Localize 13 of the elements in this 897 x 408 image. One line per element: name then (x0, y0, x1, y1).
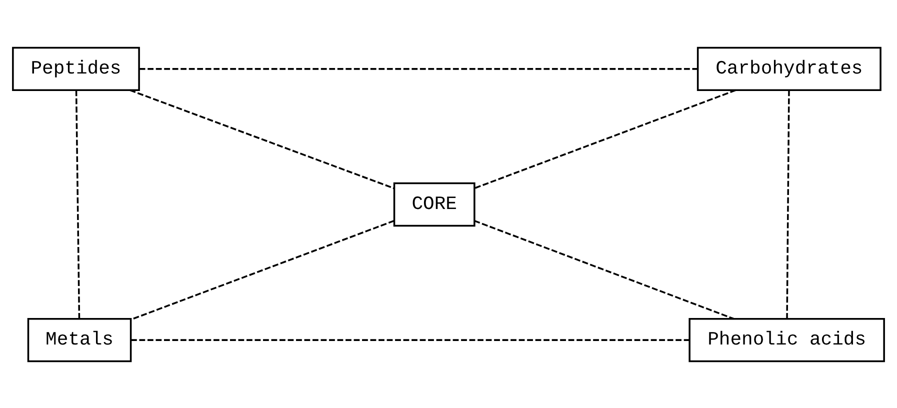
node-box: CORE (393, 182, 476, 226)
connector (130, 220, 394, 320)
connector (130, 338, 690, 340)
node-box: Phenolic acids (688, 317, 885, 362)
connector (474, 88, 736, 189)
connector (139, 68, 698, 70)
node-box: Peptides (12, 46, 140, 91)
connector (474, 220, 734, 320)
node-box: Carbohydrates (696, 46, 882, 91)
connector (786, 90, 790, 318)
connector (130, 88, 394, 189)
connector (75, 90, 80, 318)
node-box: Metals (27, 317, 132, 362)
